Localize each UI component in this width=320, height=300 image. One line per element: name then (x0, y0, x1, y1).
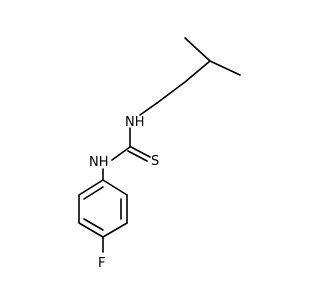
bond-branch-ch2 (184, 60, 211, 83)
ring-bond-bottom-lower-left (78, 222, 104, 238)
molecule-structure: NH S NH F (78, 37, 241, 271)
ring-bond-lower-right-bottom (102, 222, 128, 238)
bond-methyl-right-branch (209, 60, 241, 76)
bond-methyl-left-branch (184, 37, 211, 62)
bond-carbon-sulfur-2 (127, 150, 148, 162)
bond-carbon-nh-lower (111, 146, 131, 161)
bond-ch2-ch2 (156, 81, 186, 104)
ring-bond-upper-left-top (78, 179, 104, 196)
bond-ch2-nh-upper (139, 102, 158, 116)
ring-bond-top-upper-right (102, 179, 128, 196)
ring-inner-bond-bottom-left (83, 218, 104, 231)
ring-inner-bond-top-left (83, 186, 104, 200)
atom-label-nh-upper: NH (125, 115, 145, 130)
bond-carbon-sulfur-1 (130, 146, 151, 158)
atom-label-sulfur: S (151, 154, 159, 169)
atom-label-nh-lower: NH (89, 155, 109, 170)
atom-label-fluorine: F (98, 256, 105, 271)
